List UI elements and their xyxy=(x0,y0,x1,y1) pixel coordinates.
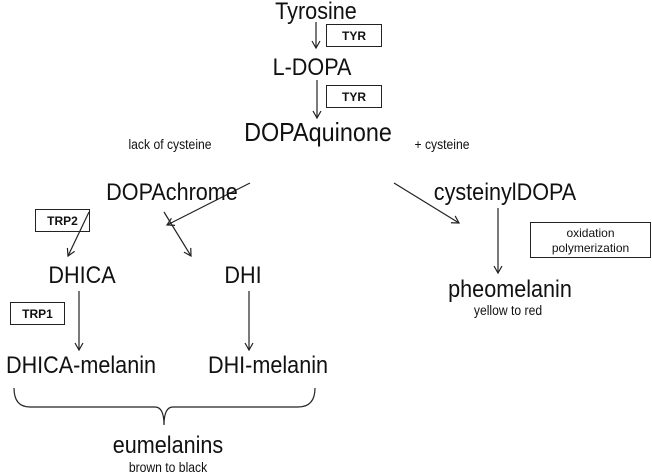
arrow-dopaquinone-dopachrome xyxy=(165,182,251,227)
node-dhica: DHICA xyxy=(48,262,116,289)
node-dopaquinone: DOPAquinone xyxy=(244,117,392,147)
arrow-dopaquinone-cysteinyldopa xyxy=(393,182,461,224)
node-tyrosine: Tyrosine xyxy=(275,0,357,25)
process-oxidation: oxidation xyxy=(566,226,615,240)
eumelanin-brace xyxy=(13,387,316,426)
enzyme-tyr-1: TYR xyxy=(326,24,382,47)
node-cysteinyldopa: cysteinylDOPA xyxy=(433,179,577,206)
node-dhi: DHI xyxy=(224,262,262,289)
node-pheomelanin: pheomelanin xyxy=(448,276,572,303)
process-box: oxidation polymerization xyxy=(530,222,651,258)
enzyme-trp2: TRP2 xyxy=(35,209,90,232)
pheomelanin-color: yellow to red xyxy=(473,303,543,318)
arrow-dopachrome-dhica xyxy=(66,211,90,258)
enzyme-tyr-2: TYR xyxy=(326,85,382,108)
node-dhi-melanin: DHI-melanin xyxy=(207,352,329,379)
arrow-dopachrome-dhi xyxy=(163,211,192,258)
process-polymerization: polymerization xyxy=(551,241,630,255)
condition-lack-of-cysteine: lack of cysteine xyxy=(128,137,212,152)
eumelanins-color: brown to black xyxy=(128,460,208,475)
condition-plus-cysteine: + cysteine xyxy=(414,137,470,152)
node-ldopa: L-DOPA xyxy=(272,54,352,81)
node-dopachrome: DOPAchrome xyxy=(106,179,238,206)
enzyme-trp1: TRP1 xyxy=(10,302,65,325)
node-eumelanins: eumelanins xyxy=(112,432,224,459)
node-dhica-melanin: DHICA-melanin xyxy=(5,352,157,379)
